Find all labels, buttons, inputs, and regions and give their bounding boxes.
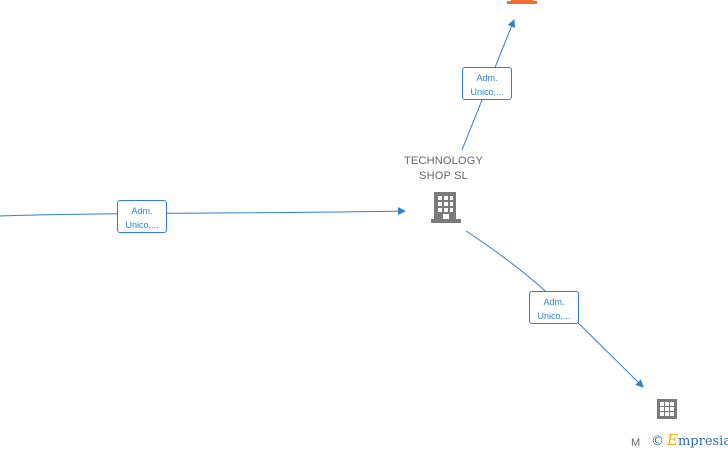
edge-label-line1: Adm. <box>476 73 498 83</box>
building-icon-orange[interactable] <box>507 0 537 4</box>
edge-label-line2: Unico,... <box>537 311 571 321</box>
empresia-watermark: ©Empresia <box>651 431 728 449</box>
node-label-line1: TECHNOLOGY <box>403 155 483 167</box>
edge-label-line2: Unico,... <box>125 220 159 230</box>
node-label-partial: M <box>631 437 641 449</box>
building-icon[interactable] <box>655 397 679 421</box>
edge-label-bottom[interactable]: Adm. Unico,... <box>529 291 579 324</box>
node-label-line2: SHOP SL <box>419 170 468 182</box>
edge-label-line1: Adm. <box>543 297 565 307</box>
edge-left-to-center <box>0 207 406 217</box>
edge-label-line2: Unico,... <box>470 87 504 97</box>
node-label-technology-shop: TECHNOLOGY SHOP SL <box>396 154 491 184</box>
brand-name: mpresia <box>677 434 728 449</box>
brand-initial: E <box>667 431 678 449</box>
copyright-icon: © <box>651 434 664 449</box>
edge-label-top[interactable]: Adm. Unico,... <box>462 67 512 100</box>
edge-label-line1: Adm. <box>131 206 153 216</box>
edge-label-left[interactable]: Adm. Unico,... <box>117 200 167 233</box>
building-icon[interactable] <box>429 190 463 224</box>
